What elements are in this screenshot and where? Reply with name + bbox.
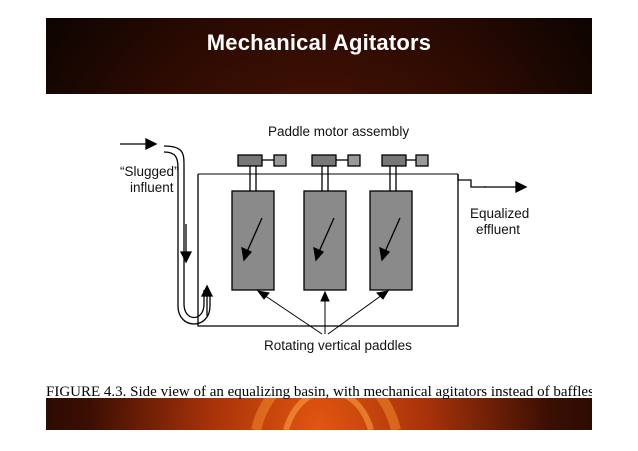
paddle-unit-1	[231, 154, 287, 291]
downflow-arrow	[179, 251, 193, 264]
label-influent: influent	[130, 180, 174, 195]
paddle-unit-3	[369, 154, 429, 291]
label-rotating-vertical-paddles: Rotating vertical paddles	[264, 338, 412, 353]
upflow-arrow	[200, 284, 214, 297]
equalizing-basin-diagram	[120, 137, 528, 335]
figure-panel: Paddle motor assembly “Slugged” influent…	[46, 94, 592, 400]
label-effluent: effluent	[476, 222, 521, 237]
paddle-unit-2	[303, 154, 361, 291]
slide: Mechanical Agitators	[46, 18, 592, 430]
leader-arrow-3	[375, 290, 390, 300]
label-equalized: Equalized	[470, 206, 530, 221]
basin-wall	[197, 174, 459, 327]
figure-caption: FIGURE 4.3. Side view of an equalizing b…	[46, 384, 592, 400]
slide-title: Mechanical Agitators	[206, 30, 432, 55]
label-slugged: “Slugged”	[120, 164, 179, 179]
influent-arrow	[145, 137, 158, 151]
leader-arrow-1	[256, 290, 270, 300]
influent-pipe-inner	[163, 151, 211, 325]
label-paddle-motor-assembly: Paddle motor assembly	[268, 124, 410, 139]
influent-pipe	[163, 145, 205, 319]
effluent-weir	[457, 174, 486, 188]
paddle-units	[231, 154, 429, 291]
effluent-arrow	[515, 180, 528, 194]
leader-arrow-2	[320, 290, 330, 302]
